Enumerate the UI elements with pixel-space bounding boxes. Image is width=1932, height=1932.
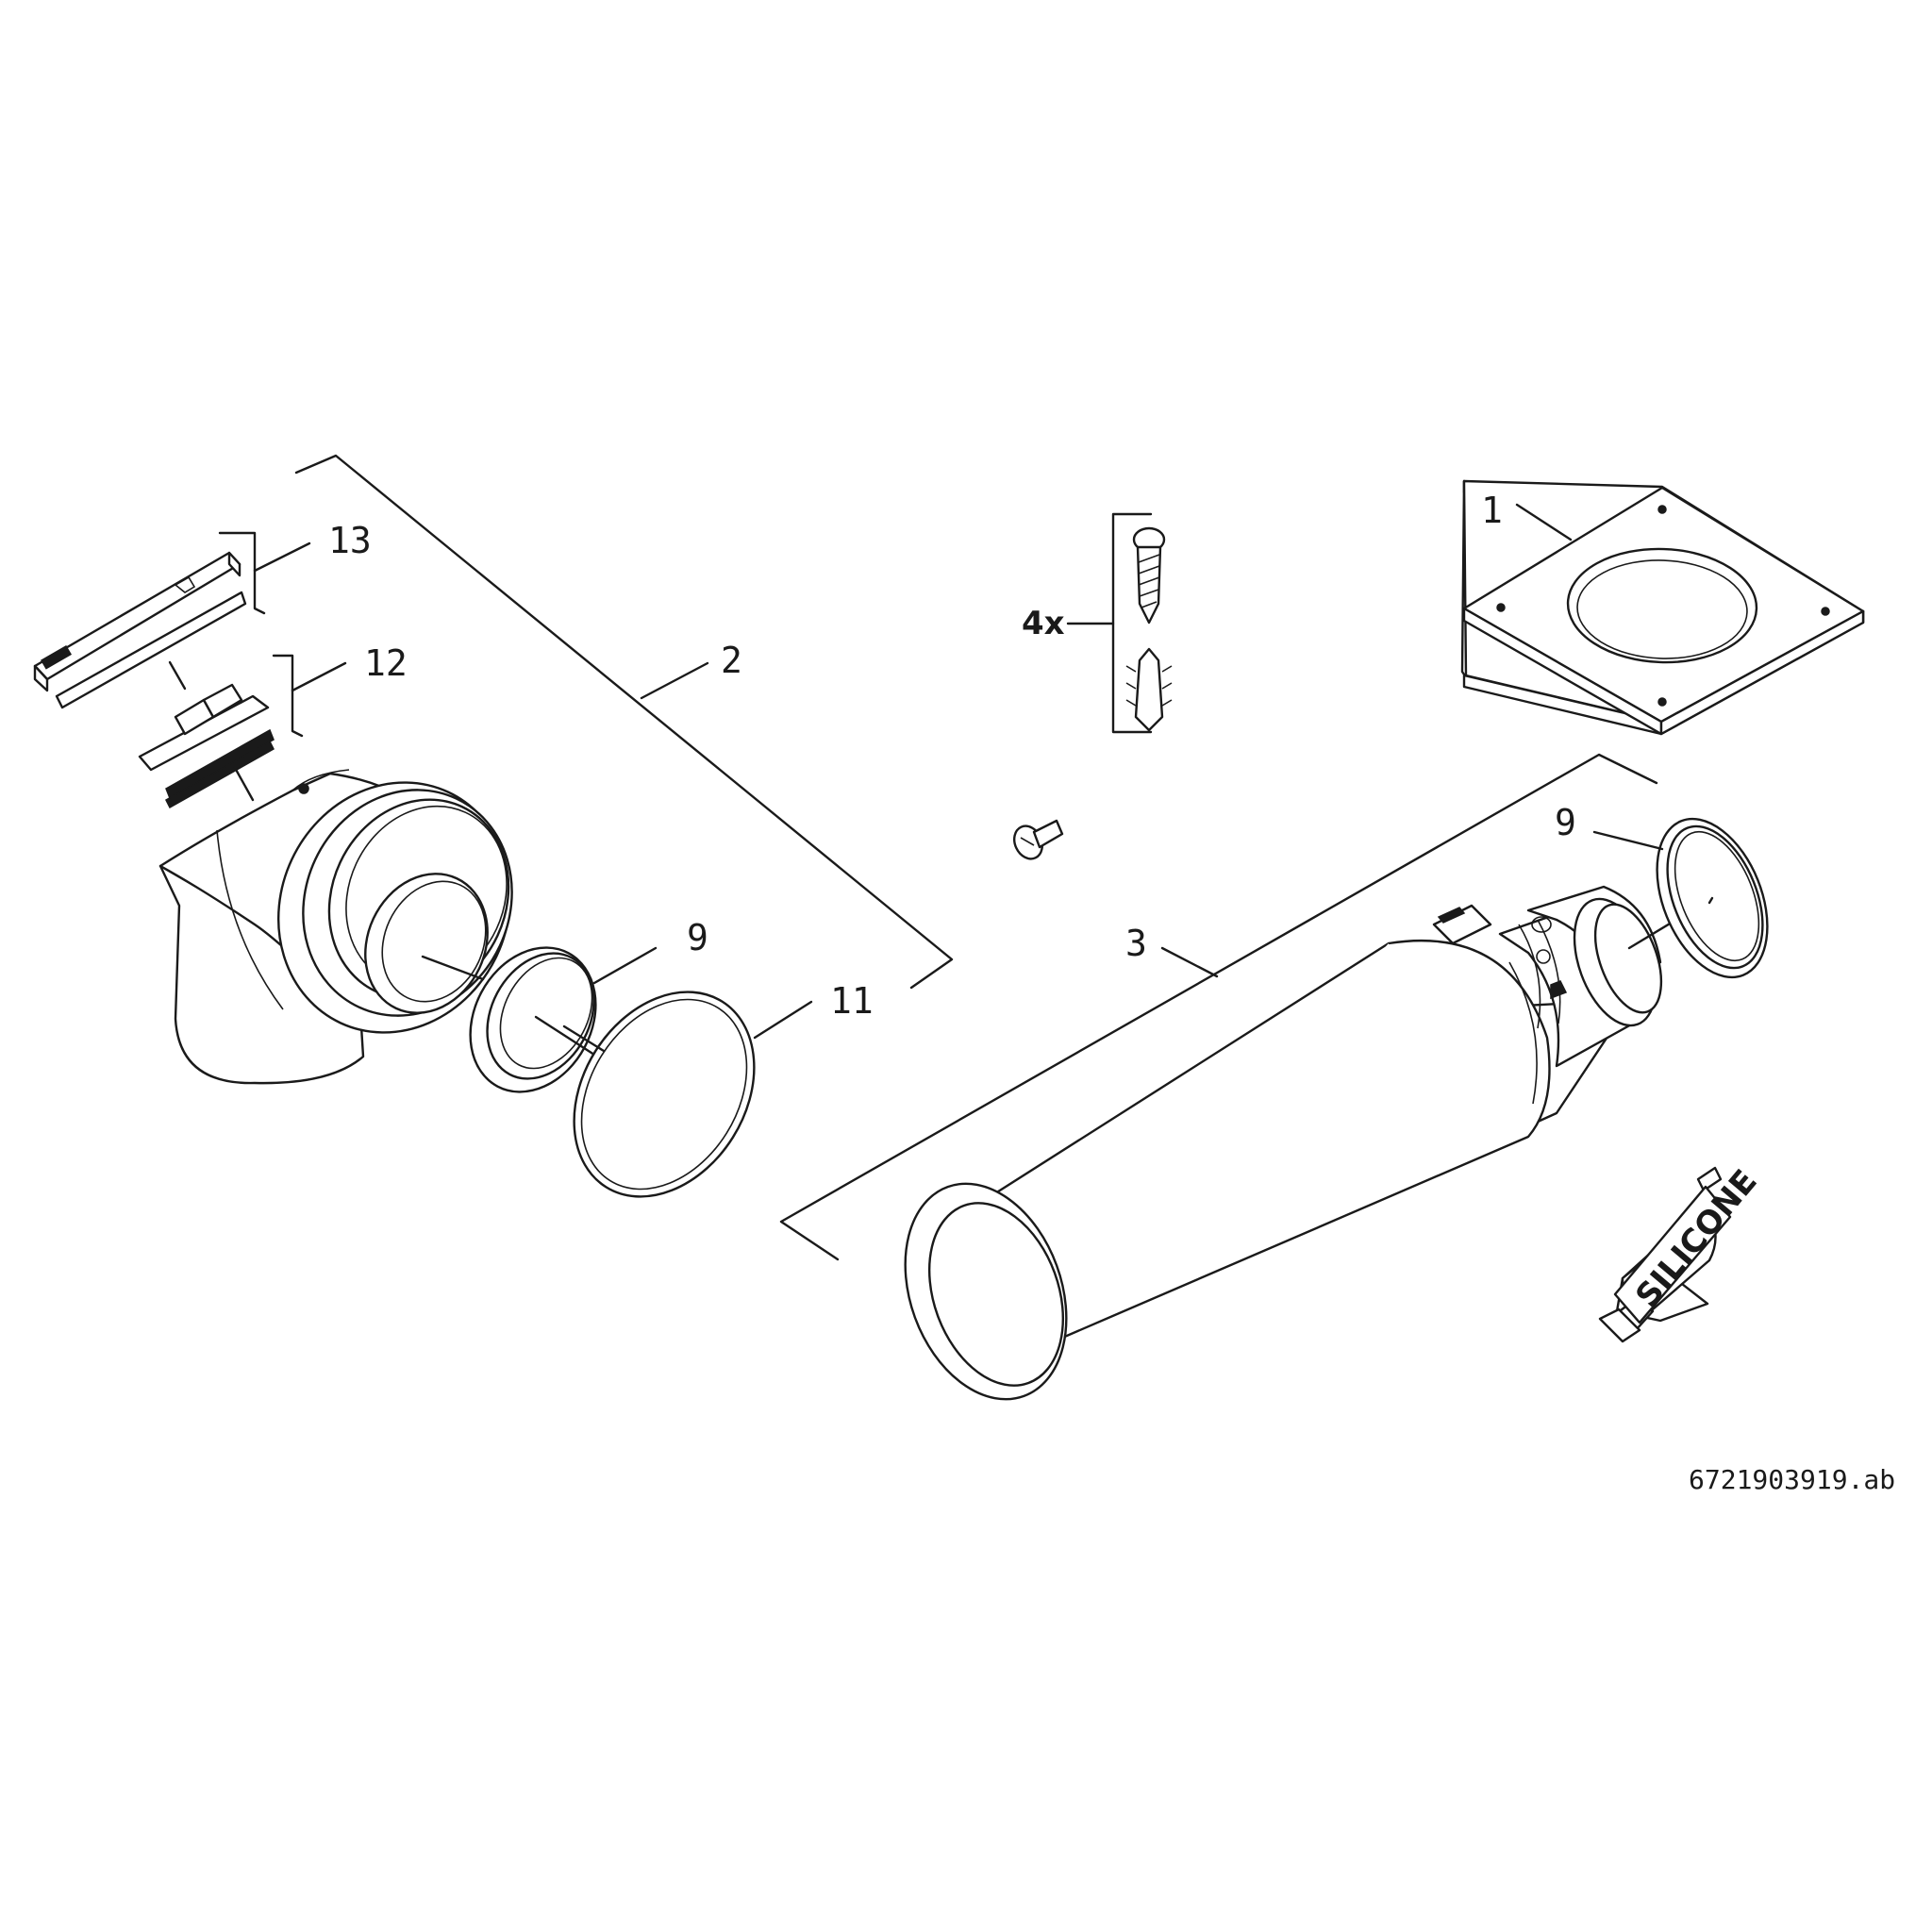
callout-2: 2	[721, 640, 742, 681]
o-ring-part-11	[562, 991, 813, 1198]
seal-ring-part-9-left	[469, 946, 658, 1093]
fastener-quantity: 4x	[1022, 605, 1065, 642]
group-2-bracket	[294, 454, 954, 990]
callout-3: 3	[1125, 923, 1147, 964]
callout-12: 12	[364, 642, 408, 684]
group-3-bracket	[779, 753, 1658, 1261]
callout-1: 1	[1481, 490, 1503, 531]
silicone-tube: SILICONE	[1598, 1162, 1765, 1343]
terminal-pipe-part-3	[904, 885, 1709, 1401]
callout-9-left: 9	[687, 917, 708, 958]
seal-clip-part-12	[138, 654, 347, 809]
drawing-code: 6721903919.ab	[1689, 1464, 1895, 1495]
wall-plate-part-1	[1460, 479, 1865, 736]
fasteners-4x	[1066, 512, 1173, 734]
elbow-part-2	[158, 769, 513, 1085]
callout-9-right: 9	[1555, 802, 1576, 843]
callout-11: 11	[830, 980, 874, 1022]
callout-13: 13	[328, 520, 372, 561]
seal-ring-part-9-right	[1592, 817, 1769, 979]
small-screw	[1013, 819, 1064, 860]
clip-rail-part-13	[33, 531, 311, 709]
silicone-tube-label: SILICONE	[1628, 1162, 1764, 1314]
